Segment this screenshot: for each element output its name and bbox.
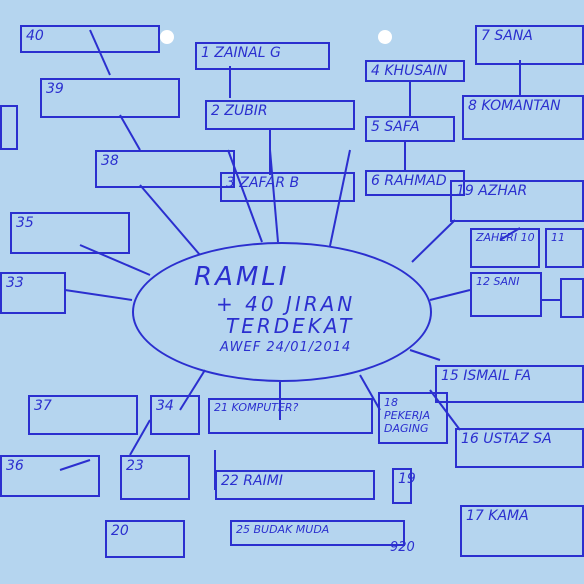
node-edge-left-top — [0, 105, 18, 150]
connector-line — [409, 349, 441, 361]
center-title: RAMLI — [194, 262, 290, 292]
connector-line — [119, 114, 141, 151]
node-36: 36 — [0, 455, 100, 497]
connector-line — [499, 227, 521, 241]
node-21: 21 KOMPUTER? — [208, 398, 373, 434]
connector-line — [139, 184, 201, 256]
node-16: 16 USTAZ SA — [455, 428, 584, 468]
punch-hole-1 — [160, 30, 174, 44]
node-3: 3 ZAFAR B — [220, 172, 355, 202]
node-25: 25 BUDAK MUDA — [230, 520, 405, 546]
node-15: 15 ISMAIL FA — [435, 365, 584, 403]
center-date: AWEF 24/01/2014 — [220, 340, 352, 355]
connector-line — [411, 219, 456, 263]
node-10: ZAHERI 10 — [470, 228, 540, 268]
central-ellipse: RAMLI + 40 JIRAN TERDEKAT AWEF 24/01/201… — [132, 242, 432, 382]
connector-line — [429, 289, 471, 301]
connector-line — [129, 419, 151, 456]
center-line-2: + 40 JIRAN — [216, 292, 356, 316]
node-8: 8 KOMANTAN — [462, 95, 584, 140]
node-2: 2 ZUBIR — [205, 100, 355, 130]
node-34: 34 — [150, 395, 200, 435]
node-7: 7 SANA — [475, 25, 584, 65]
node-edge-right — [560, 278, 584, 318]
node-35: 35 — [10, 212, 130, 254]
node-17: 17 KAMA — [460, 505, 584, 557]
node-38: 38 — [95, 150, 235, 188]
node-11: 11 — [545, 228, 584, 268]
connector-line — [269, 149, 279, 243]
node-40: 40 — [20, 25, 160, 53]
connector-line — [64, 289, 133, 301]
connector-line — [79, 244, 151, 276]
node-19: 19 AZHAR — [450, 180, 584, 222]
connector-line — [359, 374, 381, 411]
connector-line — [179, 369, 206, 411]
node-22: 22 RAIMI — [215, 470, 375, 500]
node-1: 1 ZAINAL G — [195, 42, 330, 70]
center-line-3: TERDEKAT — [226, 314, 355, 338]
connector-line — [329, 149, 351, 247]
node-4: 4 KHUSAIN — [365, 60, 465, 82]
node-39: 39 — [40, 78, 180, 118]
node-33: 33 — [0, 272, 66, 314]
node-18: 18 PEKERJA DAGING — [378, 392, 448, 444]
node-20: 20 — [105, 520, 185, 558]
node-5: 5 SAFA — [365, 116, 455, 142]
node-920: 920 — [390, 540, 415, 555]
node-23: 23 — [120, 455, 190, 500]
node-12: 12 SANI — [470, 272, 542, 317]
node-19-bottom: 19 — [392, 468, 416, 504]
node-6: 6 RAHMAD — [365, 170, 465, 196]
punch-hole-2 — [378, 30, 392, 44]
node-37: 37 — [28, 395, 138, 435]
connector-line — [59, 459, 91, 471]
